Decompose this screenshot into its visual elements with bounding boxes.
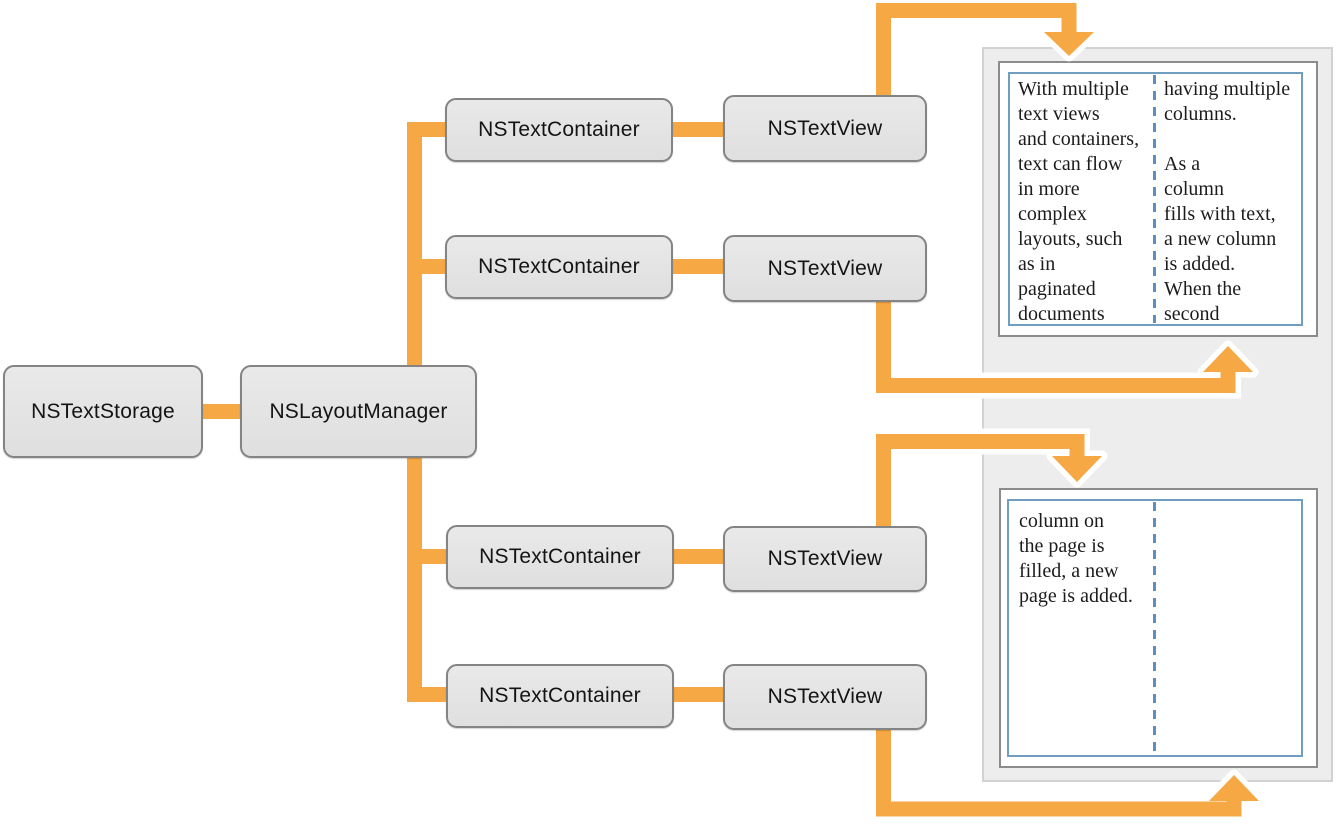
node-nstextcontainer-3: NSTextContainer xyxy=(446,525,674,589)
node-nstextcontainer-2: NSTextContainer xyxy=(445,235,673,299)
page-1 xyxy=(998,61,1318,337)
connector-containers-to-views xyxy=(673,122,723,702)
connector-trunk-upper xyxy=(407,122,445,365)
node-nstextstorage: NSTextStorage xyxy=(3,365,203,458)
page-2-column-divider xyxy=(1153,502,1156,754)
node-nstextview-4: NSTextView xyxy=(723,664,927,730)
node-nstextview-3: NSTextView xyxy=(723,526,927,592)
node-nstextcontainer-4: NSTextContainer xyxy=(446,664,674,728)
node-nstextcontainer-1: NSTextContainer xyxy=(445,98,673,162)
node-nstextview-1: NSTextView xyxy=(723,95,927,162)
node-nslayoutmanager: NSLayoutManager xyxy=(240,365,477,458)
page-1-column-divider xyxy=(1153,75,1156,323)
connector-trunk-lower xyxy=(407,458,447,702)
node-nstextview-2: NSTextView xyxy=(723,235,927,302)
